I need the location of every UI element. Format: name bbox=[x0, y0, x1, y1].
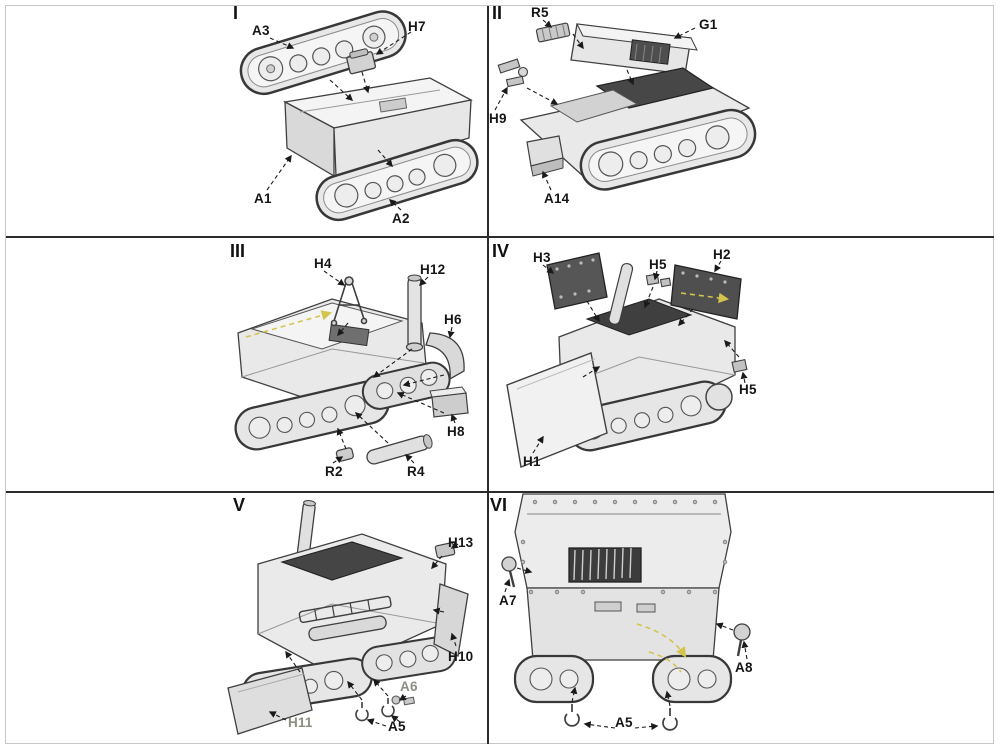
part-label-a8: A8 bbox=[735, 660, 753, 675]
part-label-a2: A2 bbox=[392, 211, 410, 226]
plate-h2 bbox=[670, 264, 742, 320]
part-label-r5: R5 bbox=[531, 5, 549, 20]
part-label-h2: H2 bbox=[713, 247, 731, 262]
engine-deck-g1 bbox=[570, 23, 698, 75]
part-r2 bbox=[335, 447, 354, 462]
panel-step-1: I A3 H7 A1 A2 bbox=[0, 0, 487, 236]
part-r5 bbox=[535, 22, 571, 43]
part-label-h9: H9 bbox=[489, 111, 507, 126]
rivets bbox=[520, 499, 728, 595]
part-label-h4: H4 bbox=[314, 256, 332, 271]
part-label-h1: H1 bbox=[523, 454, 541, 469]
lever-a7 bbox=[501, 556, 517, 588]
leader-lines bbox=[532, 260, 748, 454]
panel-step-3: III H4 H12 H6 H8 R2 R4 bbox=[0, 237, 487, 491]
illustration-step-3 bbox=[234, 270, 469, 465]
horizontal-divider-1 bbox=[6, 236, 994, 238]
leader-lines bbox=[503, 566, 749, 731]
part-label-h3: H3 bbox=[533, 250, 551, 265]
leader-lines bbox=[494, 19, 696, 191]
step-numeral-2: II bbox=[492, 3, 503, 23]
part-label-g1: G1 bbox=[699, 17, 718, 32]
part-label-a1: A1 bbox=[254, 191, 272, 206]
part-label-a14: A14 bbox=[544, 191, 570, 206]
step-numeral-5: V bbox=[233, 495, 246, 515]
vertical-divider bbox=[487, 6, 489, 744]
panel-step-6: VI A7 A8 A5 bbox=[487, 492, 1000, 750]
track-assembly-a3 bbox=[239, 10, 407, 96]
cylinder-r4 bbox=[366, 434, 433, 465]
illustration-step-4 bbox=[506, 252, 748, 468]
idler-wheel bbox=[705, 383, 733, 411]
part-label-h6: H6 bbox=[444, 312, 462, 327]
track-assembly bbox=[579, 108, 757, 191]
leader-lines bbox=[266, 31, 412, 211]
step-numeral-4: IV bbox=[492, 241, 510, 261]
illustration-step-1 bbox=[239, 10, 479, 222]
leader-lines bbox=[268, 541, 459, 727]
step-numeral-6: VI bbox=[490, 495, 508, 515]
track-assembly-left bbox=[513, 654, 595, 704]
skirt-h11 bbox=[227, 667, 313, 735]
knob-a8 bbox=[733, 623, 751, 657]
step-numeral-1: I bbox=[233, 3, 239, 23]
radiator-grille bbox=[568, 547, 642, 583]
horizontal-divider-2 bbox=[6, 491, 994, 493]
part-label-h5a: H5 bbox=[649, 257, 667, 272]
skirt-h10 bbox=[433, 583, 469, 657]
stowage-box-a14 bbox=[526, 135, 564, 177]
part-label-h12: H12 bbox=[420, 262, 446, 277]
panel-step-2: II R5 G1 H9 A14 bbox=[487, 0, 1000, 236]
mortar-tube bbox=[296, 500, 316, 565]
part-label-h10: H10 bbox=[448, 649, 474, 664]
plate-h3 bbox=[546, 252, 608, 310]
part-label-h7: H7 bbox=[408, 19, 426, 34]
track-assembly-right bbox=[651, 654, 733, 704]
chassis bbox=[519, 67, 751, 177]
part-label-h8: H8 bbox=[447, 424, 465, 439]
bipod-h4 bbox=[330, 276, 368, 327]
part-label-a7: A7 bbox=[499, 593, 517, 608]
part-label-a3: A3 bbox=[252, 23, 270, 38]
rear-rail-and-exhaust bbox=[298, 595, 392, 642]
box-h8 bbox=[429, 386, 469, 418]
illustration-step-5 bbox=[227, 500, 469, 735]
part-label-a5: A5 bbox=[388, 719, 406, 734]
track-assembly bbox=[234, 380, 390, 451]
tow-hooks-a5 bbox=[564, 704, 678, 731]
mortar-tube bbox=[608, 262, 634, 325]
panel-step-5: V H13 H10 A6 A5 H11 bbox=[0, 492, 487, 750]
panel-step-4: IV H3 H5 H2 H5 H1 bbox=[487, 237, 1000, 491]
part-label-a6: A6 bbox=[400, 679, 418, 694]
tow-hooks-a5 bbox=[355, 698, 395, 722]
hull-a1 bbox=[282, 77, 473, 178]
hull bbox=[257, 533, 447, 675]
leader-lines bbox=[323, 270, 458, 464]
track-assembly bbox=[567, 380, 727, 452]
part-label-h13: H13 bbox=[448, 535, 474, 550]
part-label-a5: A5 bbox=[615, 715, 633, 730]
plate-h1 bbox=[506, 352, 608, 468]
illustration-step-2 bbox=[494, 19, 757, 191]
part-label-h5b: H5 bbox=[739, 382, 757, 397]
step-numeral-3: III bbox=[230, 241, 246, 261]
part-label-r4: R4 bbox=[407, 464, 425, 479]
track-assembly-a2 bbox=[315, 138, 479, 222]
part-h7 bbox=[346, 48, 377, 75]
parts-h9 bbox=[497, 58, 529, 88]
illustration-step-6 bbox=[501, 493, 751, 731]
part-label-h11: H11 bbox=[288, 715, 313, 730]
part-label-r2: R2 bbox=[325, 464, 343, 479]
mortar-tube-h12 bbox=[405, 274, 424, 352]
